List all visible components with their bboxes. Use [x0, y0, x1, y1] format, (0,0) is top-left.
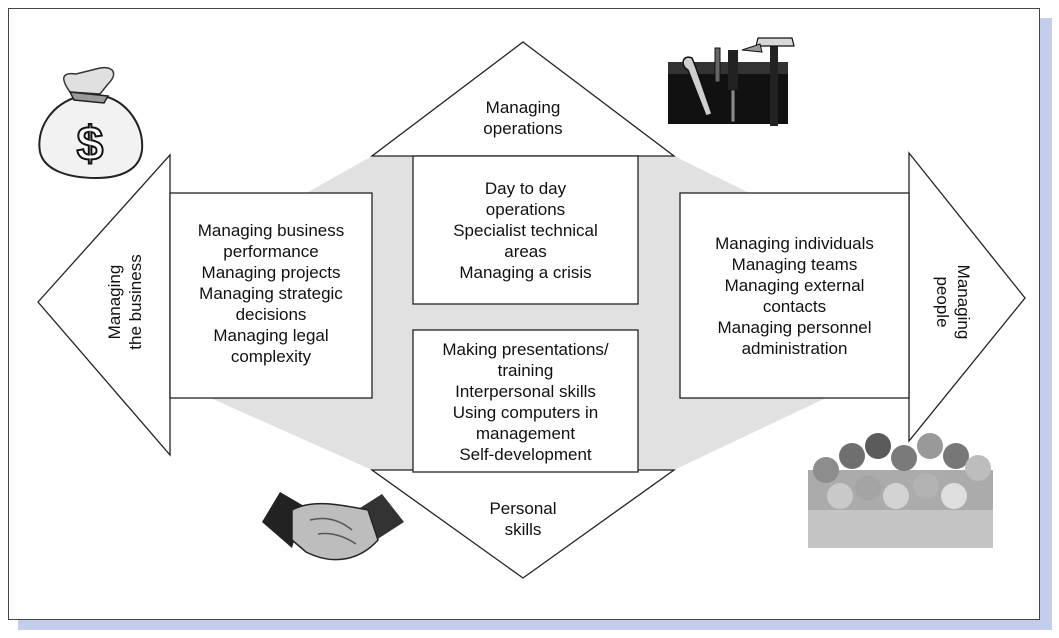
handshake-icon [262, 492, 404, 561]
top-label: Managing operations [453, 97, 593, 139]
left-label-line: Managing [105, 264, 124, 340]
top-box-line: Day to day [484, 178, 567, 198]
right-box-line: Managing teams [731, 254, 858, 274]
left-box: Managing business performance Managing p… [170, 193, 372, 393]
left-box-line: decisions [235, 304, 307, 324]
right-label-line: people [933, 276, 952, 328]
left-box-line: complexity [230, 346, 312, 366]
left-box-line: Managing projects [201, 262, 341, 282]
right-box-rect [679, 192, 910, 399]
top-label-line: operations [483, 119, 563, 138]
bottom-box-line: Making presentations/ [442, 340, 609, 359]
bottom-label: Personal skills [453, 498, 593, 540]
svg-text:$: $ [77, 118, 104, 171]
bottom-label-line: skills [504, 520, 542, 539]
top-box-line: Specialist technical [453, 220, 598, 240]
bottom-box-line: management [475, 424, 576, 443]
money-bag-icon: $ [38, 66, 144, 180]
right-box-line: Managing individuals [715, 233, 874, 253]
left-box-line: Managing business [197, 220, 345, 240]
right-box-line: Managing external [724, 275, 865, 295]
left-label-line: the business [126, 254, 145, 350]
right-box-line: administration [741, 338, 848, 358]
bottom-label-line: Personal [489, 499, 557, 518]
top-box-rect [412, 155, 639, 305]
right-label-line: Managing [954, 264, 973, 340]
bottom-box-rect [412, 329, 639, 473]
top-label-line: Managing [485, 98, 561, 117]
top-box: Day to day operations Specialist technic… [413, 160, 638, 300]
bottom-box-line: Using computers in [452, 403, 599, 422]
right-arrow-label: Managing people [932, 237, 974, 367]
left-box-line: Managing strategic [199, 283, 343, 303]
left-arrow-label: Managing the business [104, 237, 146, 367]
top-box-line: Managing a crisis [459, 262, 592, 282]
bottom-box-line: training [497, 361, 554, 380]
left-box-line: Managing legal [213, 325, 329, 345]
left-box-line: performance [223, 241, 319, 261]
bottom-box: Making presentations/ training Interpers… [413, 334, 638, 470]
crowd-icon [808, 433, 993, 548]
right-box-line: contacts [762, 296, 827, 316]
top-box-line: operations [485, 199, 566, 219]
bottom-box-line: Self-development [459, 445, 592, 464]
left-box-rect [169, 192, 373, 399]
right-box: Managing individuals Managing teams Mana… [680, 193, 909, 398]
top-box-line: areas [504, 241, 547, 261]
toolbox-icon [668, 37, 795, 126]
right-box-line: Managing personnel [717, 317, 872, 337]
bottom-box-line: Interpersonal skills [455, 382, 596, 401]
